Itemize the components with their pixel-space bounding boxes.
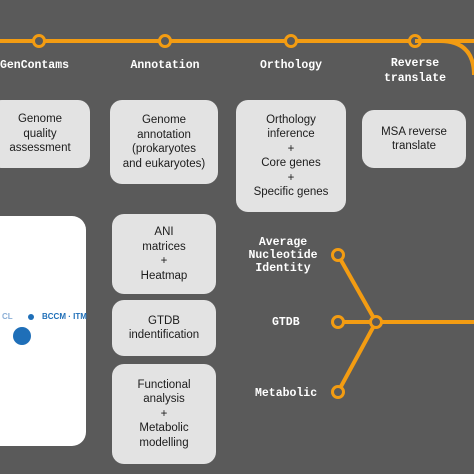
bccm-logo-icon <box>13 314 34 345</box>
stage-label-annotation: Annotation <box>130 59 200 72</box>
stage-node-orthology[interactable] <box>284 34 298 48</box>
branch-label-gtdb: GTDB <box>272 316 300 329</box>
box-msa-reverse[interactable]: MSA reverse translate <box>362 110 466 168</box>
box-ani-matrices[interactable]: ANI matrices + Heatmap <box>112 214 216 294</box>
box-genome-annotation[interactable]: Genome annotation (prokaryotes and eukar… <box>110 100 218 184</box>
branch-node-junction <box>369 315 383 329</box>
metabolic-branch-line <box>336 321 378 393</box>
logo-card <box>0 216 86 446</box>
stage-node-gencontams[interactable] <box>32 34 46 48</box>
branch-label-ani: Average Nucleotide Identity <box>248 236 318 275</box>
stage-label-orthology: Orthology <box>259 59 323 72</box>
logo-brand: BCCM · ITM <box>42 312 87 321</box>
stage-node-annotation[interactable] <box>158 34 172 48</box>
box-genome-quality[interactable]: Genome quality assessment <box>0 100 90 168</box>
branch-node-metabolic[interactable] <box>331 385 345 399</box>
stage-label-gencontams: GenContams <box>0 59 70 72</box>
box-gtdb-identification[interactable]: GTDB indentification <box>112 300 216 356</box>
ani-branch-line <box>336 254 378 323</box>
branch-node-ani[interactable] <box>331 248 345 262</box>
branch-node-gtdb[interactable] <box>331 315 345 329</box>
box-orthology-inference[interactable]: Orthology inference + Core genes + Speci… <box>236 100 346 212</box>
stage-label-reverse-translate: Reverse translate <box>383 57 447 85</box>
branch-label-metabolic: Metabolic <box>255 387 318 400</box>
logo-left-fragment: CL <box>2 312 13 321</box>
box-functional-analysis[interactable]: Functional analysis + Metabolic modellin… <box>112 364 216 464</box>
